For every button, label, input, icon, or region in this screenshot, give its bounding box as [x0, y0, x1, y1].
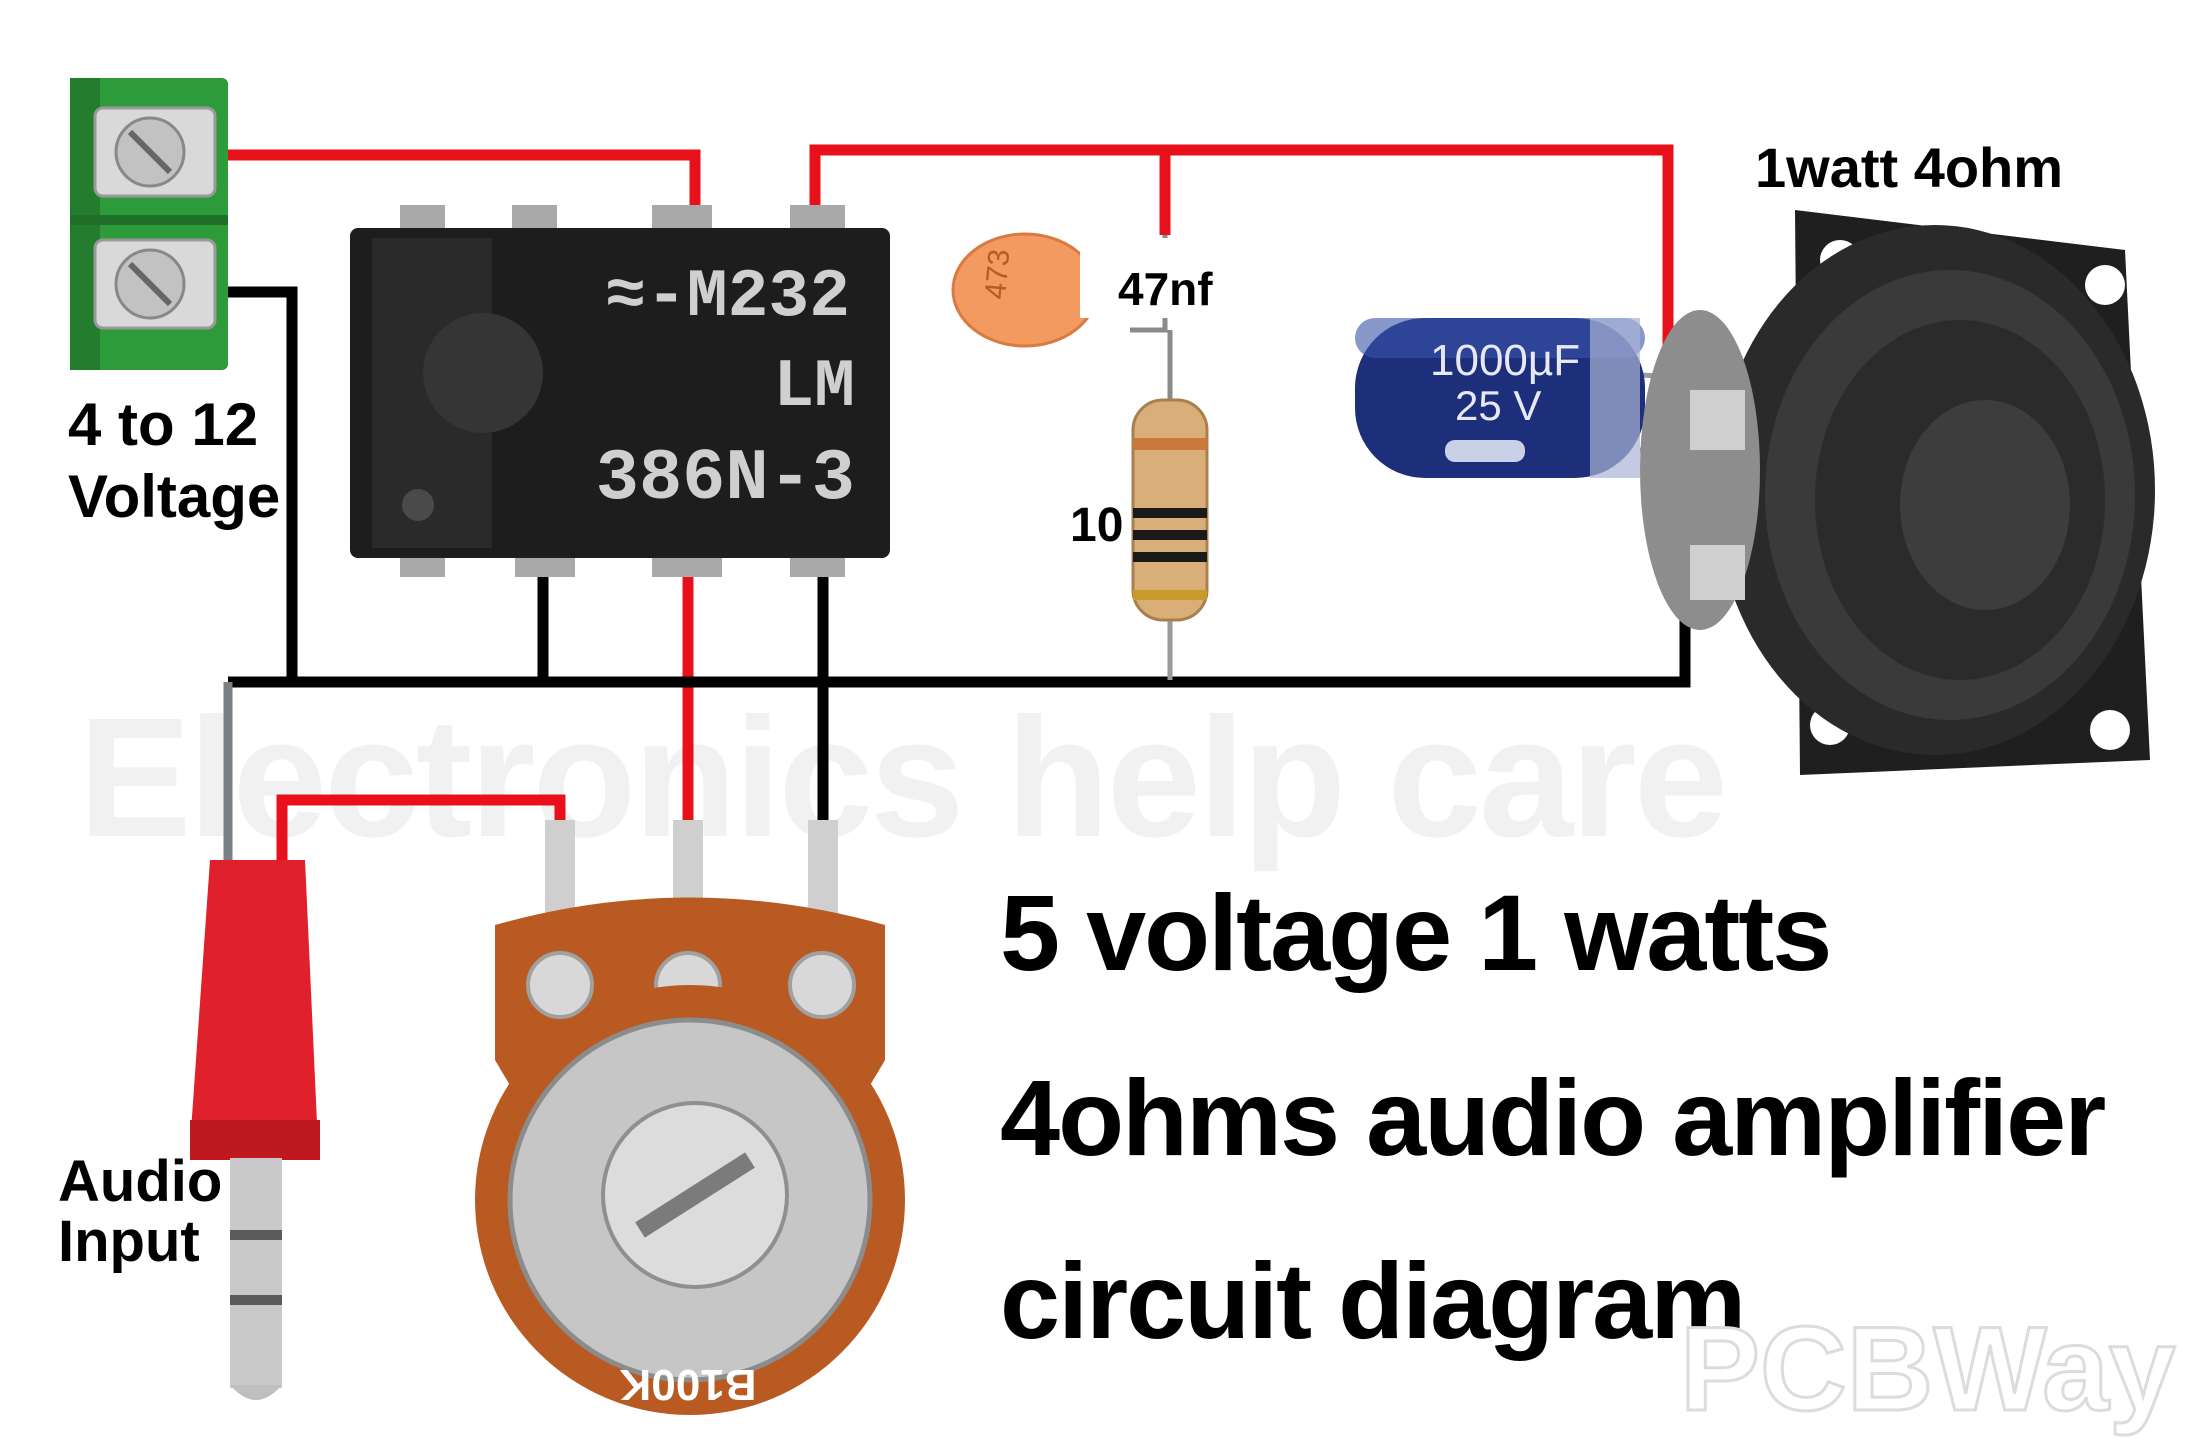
lm386-ic — [350, 205, 890, 577]
screw-terminal — [70, 78, 228, 370]
ceramic-capacitor-value-label: 47nf — [1118, 263, 1213, 315]
ic-marking-line-3: 386N-3 — [596, 438, 855, 520]
potentiometer — [475, 820, 905, 1415]
signal-wire-jack-to-pot — [276, 794, 566, 860]
supply-voltage-label-line-1: 4 to 12 — [68, 391, 259, 458]
watermark-text: Electronics help care — [78, 683, 1728, 873]
electrolytic-capacitor-marking-2: 25 V — [1455, 382, 1541, 429]
audio-input-label-line-2: Input — [58, 1209, 200, 1274]
title-line-3: circuit diagram — [1000, 1240, 1746, 1361]
audio-input-label-line-1: Audio — [58, 1149, 223, 1214]
resistor-value-label: 10 — [1070, 499, 1124, 552]
ceramic-capacitor — [951, 232, 1173, 410]
resistor-10-ohm — [1131, 398, 1209, 680]
ic-marking-line-1: ≈-M232 — [605, 259, 850, 336]
supply-voltage-label-line-2: Voltage — [68, 463, 281, 530]
speaker-rating-label: 1watt 4ohm — [1755, 136, 2064, 199]
ic-marking-line-2: LM — [773, 349, 855, 426]
potentiometer-marking: B100K — [619, 1360, 756, 1409]
title-line-1: 5 voltage 1 watts — [1000, 872, 1832, 993]
positive-wire-terminal-to-ic — [225, 149, 701, 205]
ceramic-capacitor-marking: 473 — [979, 248, 1016, 301]
ground-bus — [225, 286, 1691, 688]
wires — [223, 144, 1691, 860]
audio-jack — [190, 860, 320, 1400]
electrolytic-capacitor — [1355, 318, 1701, 478]
electrolytic-capacitor-marking-1: 1000µF — [1430, 336, 1580, 385]
speaker — [1640, 210, 2155, 775]
title-line-2: 4ohms audio amplifier — [1000, 1057, 2106, 1178]
positive-wire-ic-output — [809, 144, 1674, 360]
corner-watermark: PCBWay — [1679, 1301, 2178, 1438]
